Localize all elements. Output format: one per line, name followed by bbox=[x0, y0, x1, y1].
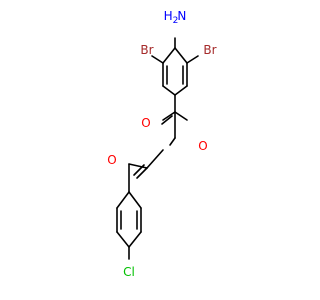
bonds bbox=[116, 37, 199, 260]
bond-double bbox=[161, 115, 173, 125]
bond bbox=[128, 231, 142, 248]
br-right-label: Br bbox=[203, 43, 216, 57]
bond bbox=[174, 47, 188, 64]
bond bbox=[128, 191, 142, 209]
chemical-structure-diagram: H2N Br Br O O O Cl bbox=[107, 9, 216, 279]
bond-double bbox=[136, 167, 148, 179]
carbonyl-o-top-label: O bbox=[198, 139, 207, 153]
bond bbox=[146, 149, 164, 169]
bond bbox=[128, 163, 148, 169]
nh2-label: H2N bbox=[164, 9, 187, 26]
bond bbox=[162, 47, 176, 64]
nh2-h-count: 2 bbox=[173, 16, 179, 26]
nh2-n-label: N bbox=[177, 9, 186, 23]
bond bbox=[174, 85, 188, 96]
br-left-label: Br bbox=[140, 43, 153, 57]
bond bbox=[116, 231, 130, 248]
bond bbox=[151, 55, 164, 64]
bond bbox=[174, 111, 188, 121]
nh2-h-label: H bbox=[164, 9, 173, 23]
ester-o-label: O bbox=[141, 116, 150, 130]
bond-double bbox=[162, 111, 176, 121]
bond bbox=[186, 55, 199, 64]
bond bbox=[116, 191, 130, 209]
bond bbox=[169, 137, 176, 146]
bond bbox=[162, 85, 176, 96]
cl-label: Cl bbox=[123, 265, 135, 279]
atom-labels: H2N Br Br O O O Cl bbox=[107, 9, 216, 279]
bond-double bbox=[133, 164, 145, 176]
carbonyl-o-bottom-label: O bbox=[107, 153, 116, 167]
